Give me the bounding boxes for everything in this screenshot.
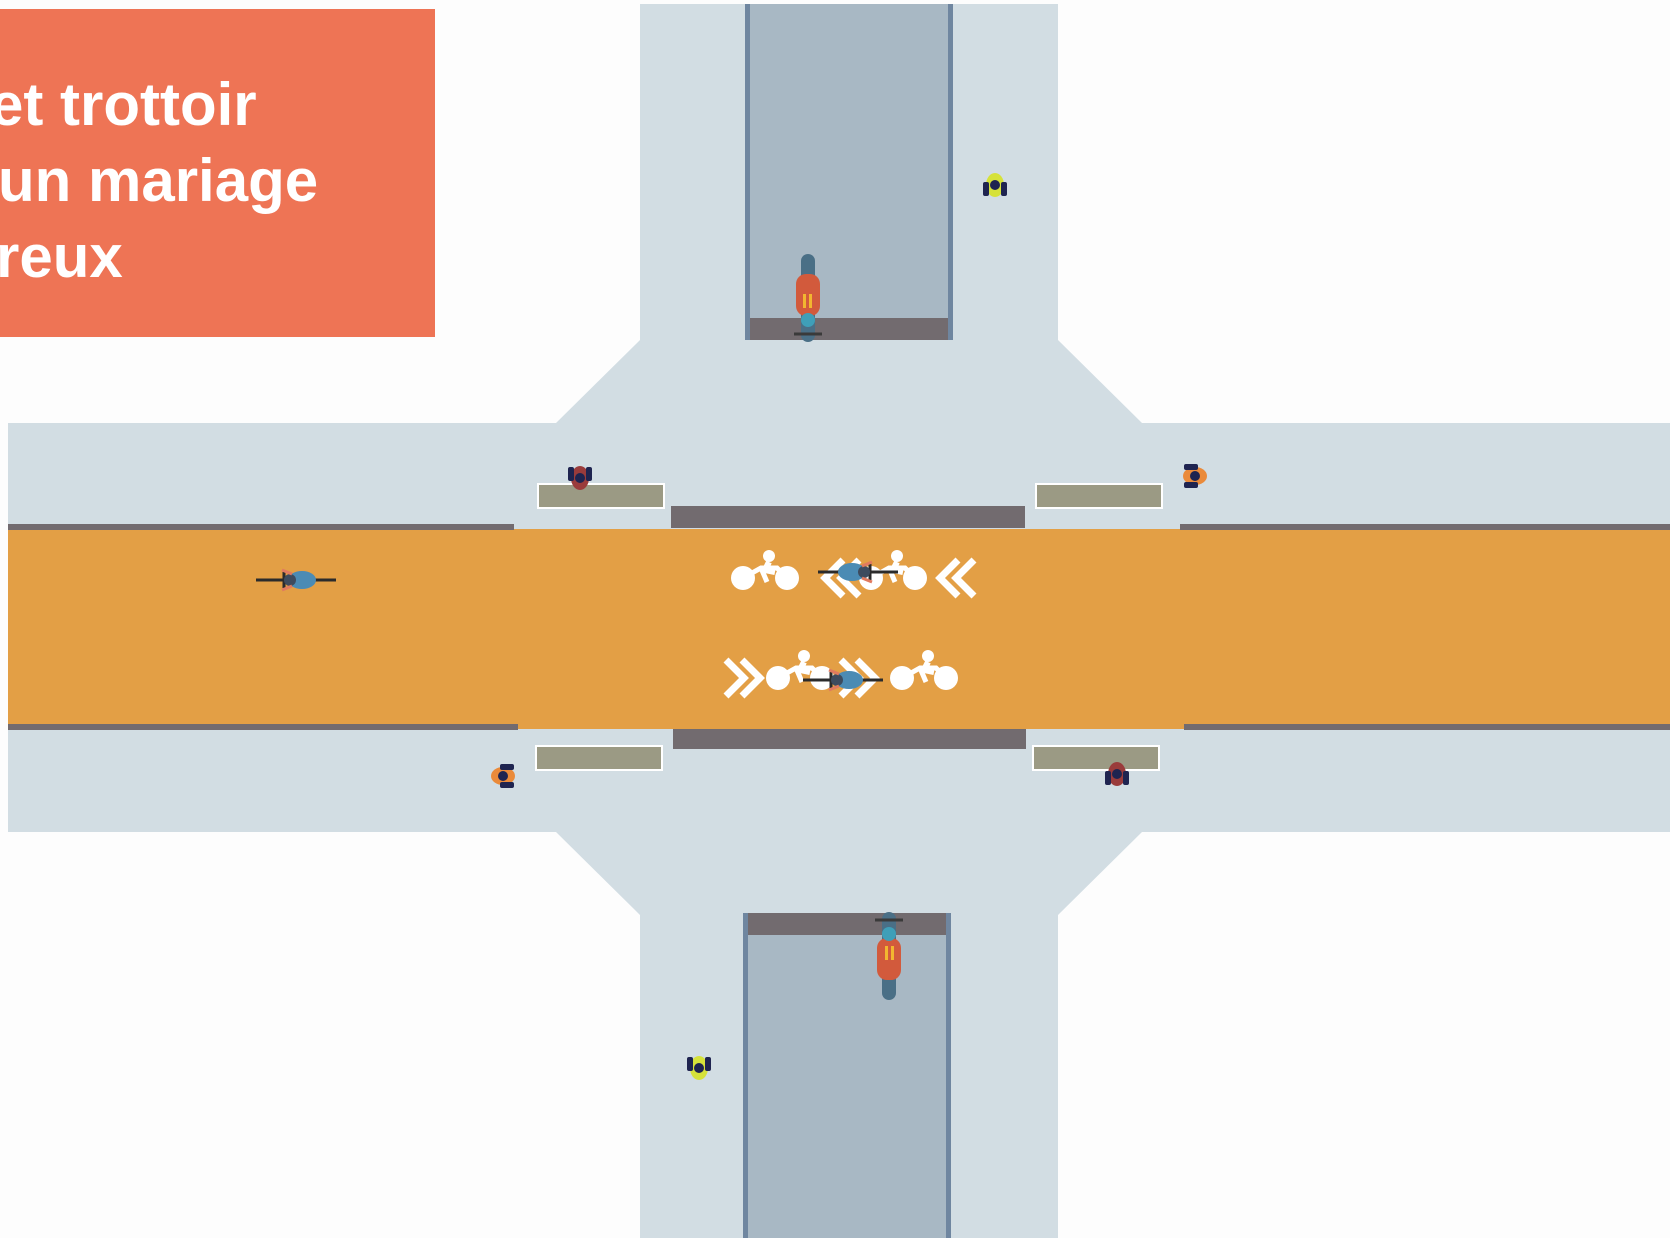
- south-road-edge-right: [946, 913, 951, 1238]
- north-road-edge-left: [745, 4, 750, 340]
- title-line-2: un mariage: [0, 147, 319, 214]
- south-road-surface: [743, 913, 951, 1238]
- title-line-3: reux: [0, 223, 123, 290]
- planter-ne: [1035, 483, 1163, 509]
- north-road-stop-curb: [750, 318, 948, 340]
- crossing-ramp-south: [673, 729, 1026, 749]
- curb-se: [1184, 724, 1670, 730]
- south-road-stop-curb: [748, 913, 946, 935]
- crossing-ramp-north: [671, 506, 1025, 528]
- north-road-surface: [745, 4, 953, 340]
- curb-sw: [8, 724, 518, 730]
- bike-street-surface: [8, 529, 1670, 729]
- planter-se: [1032, 745, 1160, 771]
- south-road-edge-left: [743, 913, 748, 1238]
- planter-sw: [535, 745, 663, 771]
- curb-ne: [1180, 524, 1670, 530]
- curb-nw: [8, 524, 514, 530]
- title-box: et trottoir un mariage reux: [0, 9, 435, 337]
- north-road: [745, 4, 953, 340]
- planters: [535, 483, 1163, 771]
- bike-street: [8, 506, 1670, 749]
- south-road: [743, 913, 951, 1238]
- north-road-edge-right: [948, 4, 953, 340]
- planter-nw: [537, 483, 665, 509]
- title-line-1: et trottoir: [0, 71, 257, 138]
